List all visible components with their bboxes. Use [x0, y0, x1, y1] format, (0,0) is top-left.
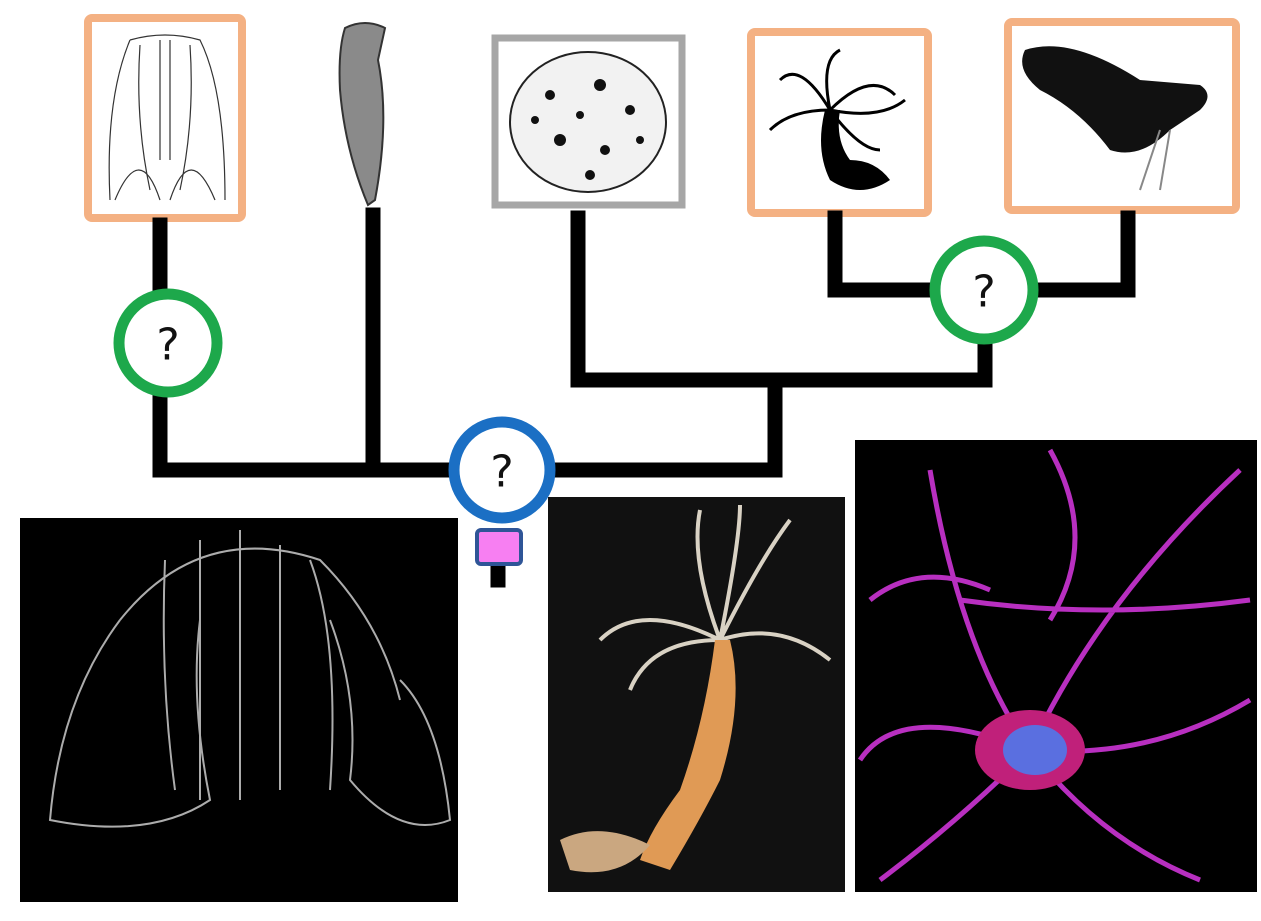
- neuron-photo: [855, 440, 1257, 892]
- ctenophore-photo: [20, 518, 458, 902]
- root-question-node: ?: [448, 416, 556, 524]
- ctenophore-drawing: [108, 34, 226, 201]
- cnidarian-taxon: [747, 28, 932, 217]
- ctenophore-taxon: [84, 14, 246, 222]
- svg-text:?: ?: [156, 320, 179, 371]
- cnidaria-bilateria-question-node: ?: [929, 235, 1039, 345]
- sponge-taxon: [338, 22, 387, 207]
- svg-text:?: ?: [490, 447, 513, 498]
- bilaterian-taxon: [1004, 18, 1240, 214]
- placozoan-taxon: [491, 34, 686, 209]
- svg-text:?: ?: [972, 267, 995, 318]
- hydra-photo: [548, 497, 845, 892]
- root-marker: [475, 528, 523, 566]
- ctenophore-question-node: ?: [113, 288, 223, 398]
